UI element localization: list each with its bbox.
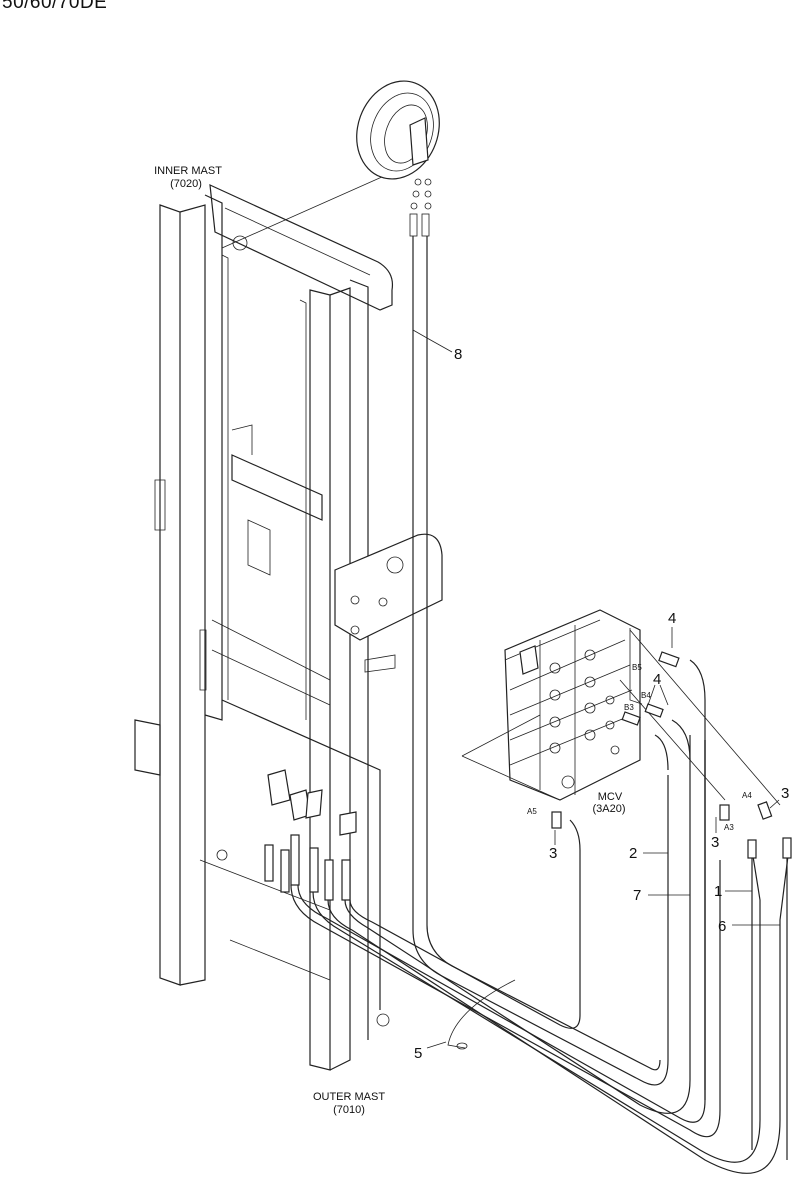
port-label: A5 xyxy=(527,807,537,816)
callout-number: 3 xyxy=(549,845,557,862)
callout-number: 2 xyxy=(629,845,637,862)
callout-number: 8 xyxy=(454,346,462,363)
page-title: 50/60/70DE xyxy=(2,0,108,13)
outer-mast-label: OUTER MAST xyxy=(313,1091,385,1103)
callout-number: 1 xyxy=(714,883,722,900)
lower-fittings xyxy=(264,769,357,901)
callout-number: 3 xyxy=(711,834,719,851)
callout-number: 7 xyxy=(633,887,641,904)
callout-number: 4 xyxy=(653,671,661,688)
port-label: B5 xyxy=(632,663,642,672)
callout-number: 4 xyxy=(668,610,676,627)
port-label: A4 xyxy=(742,791,752,800)
mcv-label: MCV xyxy=(598,791,623,803)
hose-reel xyxy=(356,80,440,237)
callout-number: 5 xyxy=(414,1045,422,1062)
hose-bundle xyxy=(290,735,791,1174)
outer-mast-code: (7010) xyxy=(333,1104,365,1116)
callout-leaders xyxy=(412,329,780,1049)
port-label: B4 xyxy=(641,691,651,700)
mcv-valve xyxy=(461,609,781,806)
port-label: A3 xyxy=(724,823,734,832)
mast-structure xyxy=(134,159,443,1071)
inner-mast-label: INNER MAST xyxy=(154,165,222,177)
inner-mast-code: (7020) xyxy=(170,178,202,190)
callout-number: 6 xyxy=(718,918,726,935)
mcv-code: (3A20) xyxy=(592,803,625,815)
mcv-hoses xyxy=(551,628,792,1160)
callout-number: 3 xyxy=(781,785,789,802)
port-label: B3 xyxy=(624,703,634,712)
